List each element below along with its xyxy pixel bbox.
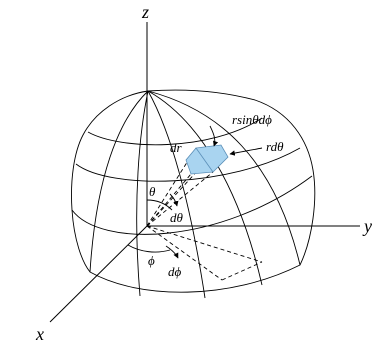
x-axis-line (49, 225, 148, 323)
latitude-circle-middle (75, 147, 301, 182)
d-phi-label: dϕ (168, 264, 182, 279)
meridian-2 (136, 90, 149, 297)
x-axis-label: x (35, 324, 44, 344)
r-dtheta-label: rdθ (266, 139, 284, 154)
cone-line-1 (146, 147, 197, 227)
r-sin-theta-dphi-pointer (209, 125, 219, 147)
cone-line-4 (146, 171, 214, 227)
volume-element-edge (195, 147, 214, 173)
meridian-1 (89, 90, 149, 273)
phi-angle-arc (127, 244, 171, 253)
r-dtheta-pointer (229, 147, 263, 156)
r-sin-theta-dphi-label: rsinθdϕ (232, 112, 272, 127)
sphere-outline (71, 89, 316, 293)
meridian-5 (147, 90, 301, 266)
d-theta-arc (169, 193, 179, 207)
theta-label: θ (149, 184, 156, 199)
d-phi-arc (165, 245, 179, 259)
xy-projection-line-1 (146, 225, 223, 281)
phi-label: ϕ (148, 253, 155, 268)
xy-projection-line-3 (221, 261, 263, 281)
volume-element-face (185, 144, 229, 175)
cone-line-3 (146, 173, 192, 227)
xy-projection-line-2 (146, 225, 263, 263)
y-axis-label: y (362, 216, 372, 236)
z-axis-label: z (141, 2, 149, 22)
theta-angle-arc (146, 199, 173, 211)
latitude-circle-upper (87, 117, 263, 146)
d-theta-label: dθ (170, 210, 184, 225)
dr-label: dr (170, 140, 183, 155)
